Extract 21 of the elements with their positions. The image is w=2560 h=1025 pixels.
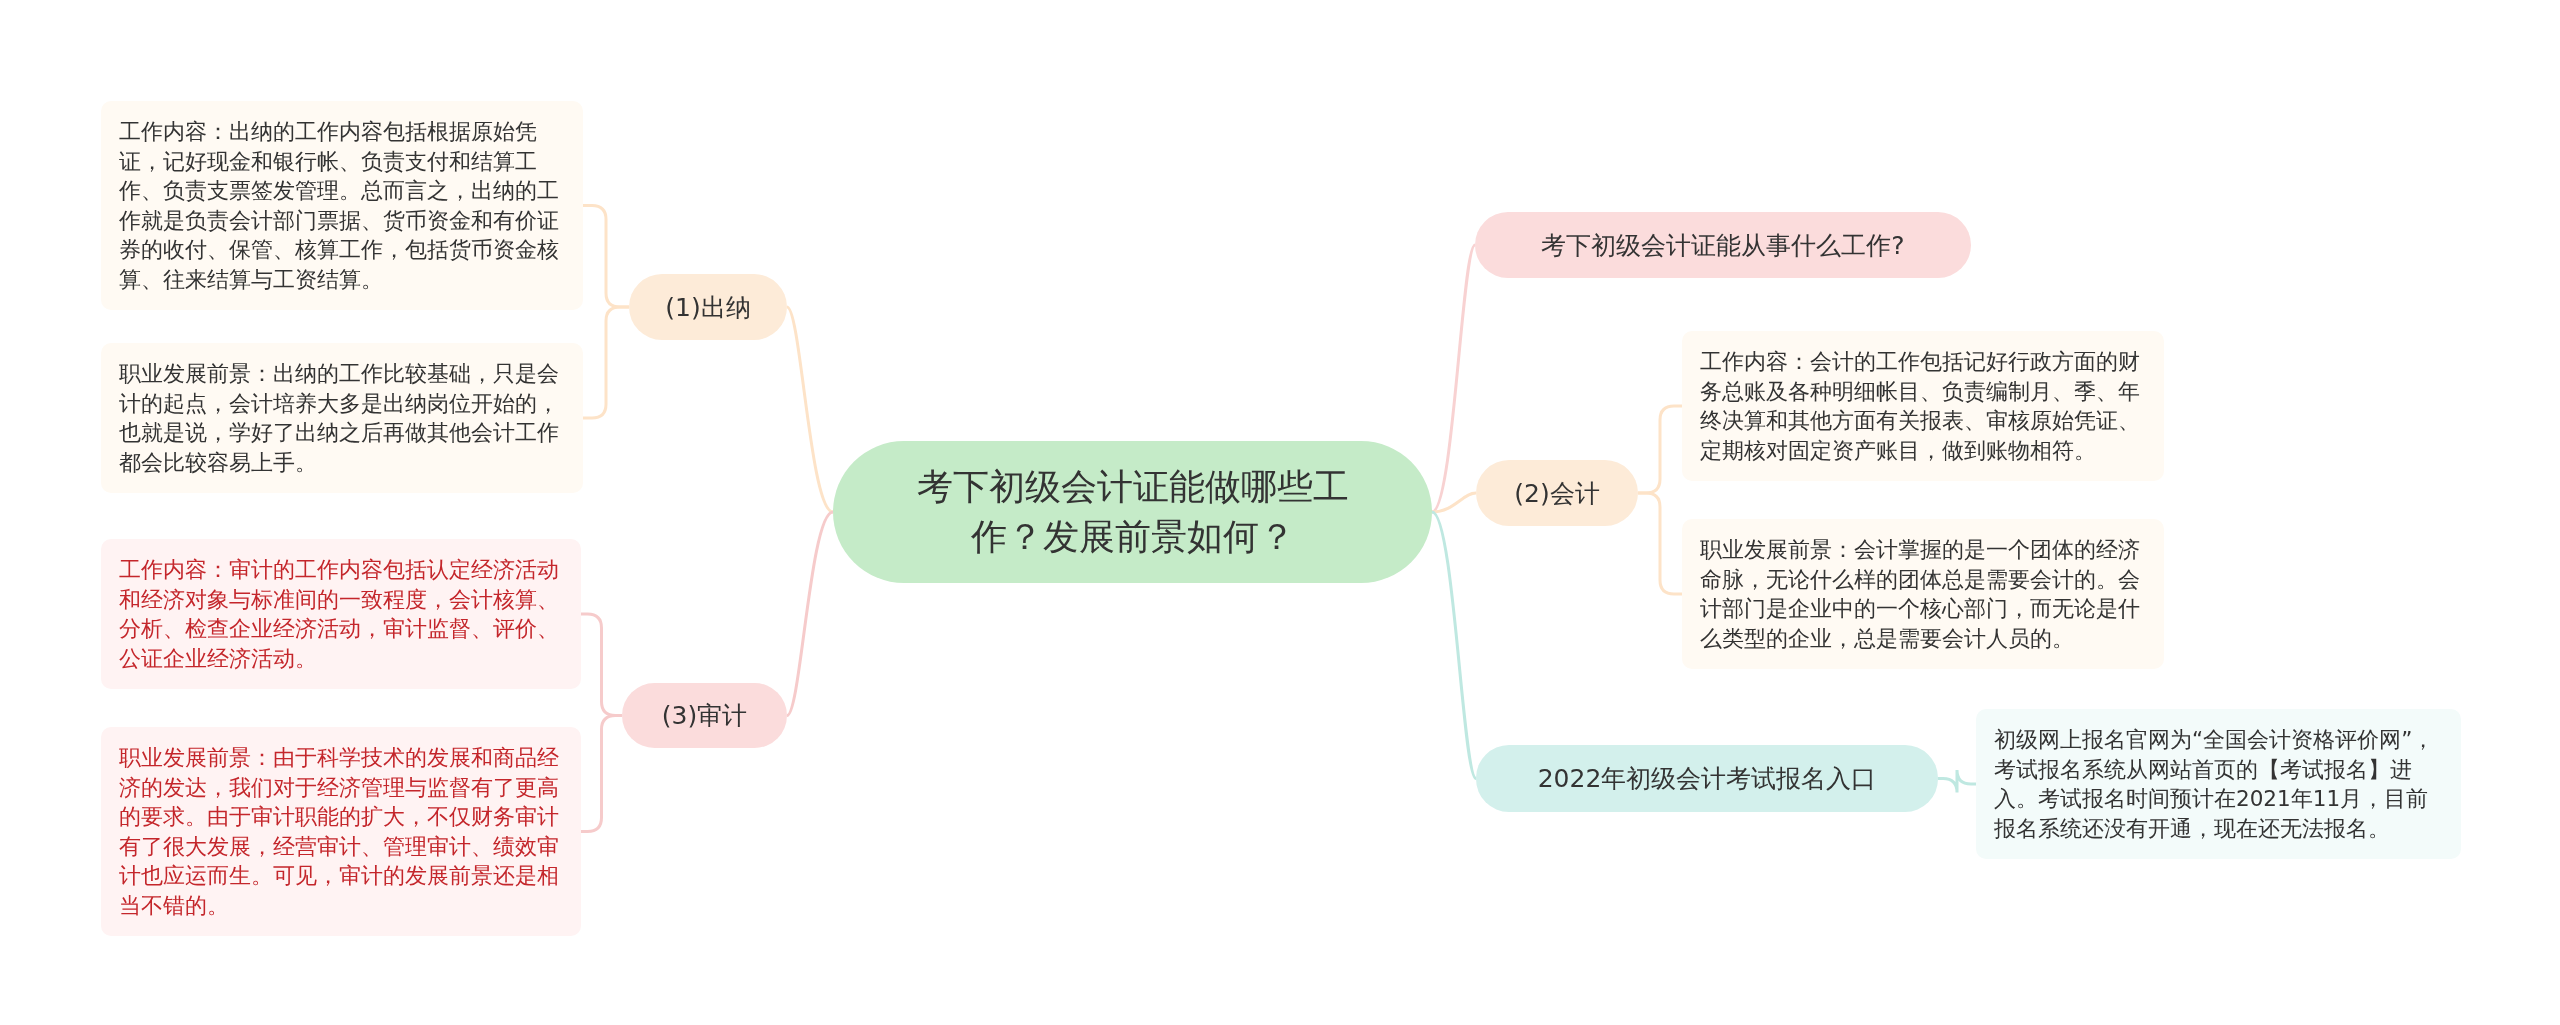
connector-line bbox=[785, 510, 834, 717]
note-card: 工作内容：审计的工作内容包括认定经济活动和经济对象与标准间的一致程度，会计核算、分析、检查企业经济活动，审计监督、评价、公证企业经济活动。 bbox=[101, 539, 581, 689]
connector-line bbox=[581, 714, 622, 833]
note-card: 工作内容：会计的工作包括记好行政方面的财务总账及各种明细帐目、负责编制月、季、年终决算和其他方面有关报表、审核原始凭证、定期核对固定资产账目，做到账物相符。 bbox=[1682, 331, 2164, 481]
note-card: 职业发展前景：出纳的工作比较基础，只是会计的起点，会计培养大多是出纳岗位开始的，也就是说，学好了出纳之后再做其他会计工作都会比较容易上手。 bbox=[101, 343, 583, 493]
connector-line bbox=[583, 305, 629, 420]
connector-line bbox=[1938, 768, 1976, 794]
note-card: 初级网上报名官网为“全国会计资格评价网”，考试报名系统从网站首页的【考试报名】进入。考试报名时间预计在2021年11月，目前报名系统还没有开通，现在还无法报名。 bbox=[1976, 709, 2461, 859]
note-card: 职业发展前景：由于科学技术的发展和商品经济的发达，我们对于经济管理与监督有了更高的要求。由于审计职能的扩大，不仅财务审计有了很大发展，经营审计、管理审计、绩效审计也应运而生。可见，审计的发展前景还是相当不错的。 bbox=[101, 727, 581, 936]
topic-bubble: (2)会计 bbox=[1476, 460, 1638, 526]
topic-bubble: (3)审计 bbox=[622, 683, 787, 748]
topic-bubble: 2022年初级会计考试报名入口 bbox=[1476, 745, 1938, 812]
central-topic: 考下初级会计证能做哪些工作？发展前景如何？ bbox=[833, 441, 1432, 583]
topic-bubble: (1)出纳 bbox=[629, 274, 787, 340]
topic-bubble: 考下初级会计证能从事什么工作? bbox=[1475, 212, 1971, 278]
note-card: 职业发展前景：会计掌握的是一个团体的经济命脉，无论什么样的团体总是需要会计的。会计部门是企业中的一个核心部门，而无论是什么类型的企业，总是需要会计人员的。 bbox=[1682, 519, 2164, 669]
connector-line bbox=[785, 306, 834, 514]
connector-line bbox=[1431, 491, 1477, 514]
connector-line bbox=[1638, 491, 1682, 596]
connector-line bbox=[1430, 510, 1478, 780]
note-card: 工作内容：出纳的工作内容包括根据原始凭证，记好现金和银行帐、负责支付和结算工作、负责支票签发管理。总而言之，出纳的工作就是负责会计部门票据、货币资金和有价证券的收付、保管、核算工作，包括货币资金核算、往来结算与工资结算。 bbox=[101, 101, 583, 310]
